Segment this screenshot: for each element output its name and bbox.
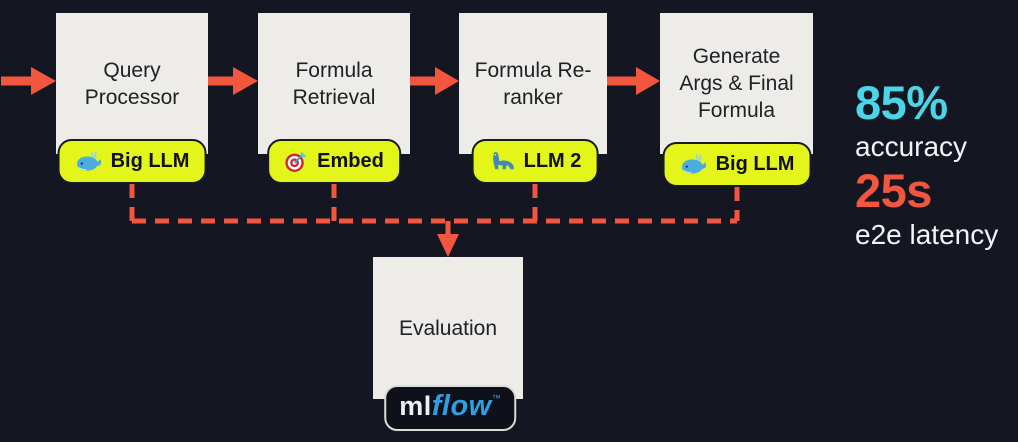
arrow-stage2-stage3 (410, 67, 459, 95)
stage-box-query-processor: Query Processor (56, 13, 208, 154)
stage-label: Generate Args & Final Formula (679, 45, 794, 122)
stage-box-generate-args: Generate Args & Final Formula (660, 13, 813, 154)
latency-value: 25s (855, 164, 932, 217)
target-dart-icon (284, 150, 308, 174)
badge-label: Big LLM (110, 150, 190, 172)
stage-box-formula-retrieval: Formula Retrieval (258, 13, 410, 154)
accuracy-value: 85% (855, 76, 948, 129)
badge-big-llm-1: Big LLM (57, 139, 207, 184)
dinosaur-icon (489, 151, 515, 173)
badge-label: Embed (317, 150, 384, 172)
stats-panel: 85% accuracy 25s e2e latency (855, 78, 1015, 254)
dashed-eval-connectors (129, 184, 740, 224)
stage-label: Formula Retrieval (292, 58, 376, 109)
mlflow-logo-flow: flow (431, 390, 492, 422)
arrow-stage3-stage4 (607, 67, 660, 95)
stage-box-formula-reranker: Formula Re-ranker (459, 13, 607, 154)
badge-llm-2: LLM 2 (471, 139, 599, 184)
stage-label: Formula Re-ranker (474, 58, 592, 109)
whale-icon (75, 150, 102, 173)
accuracy-label: accuracy (855, 131, 968, 162)
badge-label: Big LLM (715, 153, 795, 175)
badge-embed: Embed (267, 139, 401, 184)
latency-label: e2e latency (855, 219, 999, 250)
input-arrow (1, 67, 56, 95)
whale-icon (680, 153, 707, 176)
evaluation-box: Evaluation (373, 257, 523, 399)
badge-big-llm-2: Big LLM (662, 142, 812, 187)
arrow-to-evaluation (437, 221, 459, 257)
mlflow-logo-ml: ml (399, 391, 432, 421)
evaluation-label: Evaluation (398, 316, 498, 340)
mlflow-trademark: ™ (491, 393, 501, 403)
badge-label: LLM 2 (523, 150, 582, 172)
stage-label: Query Processor (84, 58, 180, 109)
arrow-stage1-stage2 (208, 67, 258, 95)
